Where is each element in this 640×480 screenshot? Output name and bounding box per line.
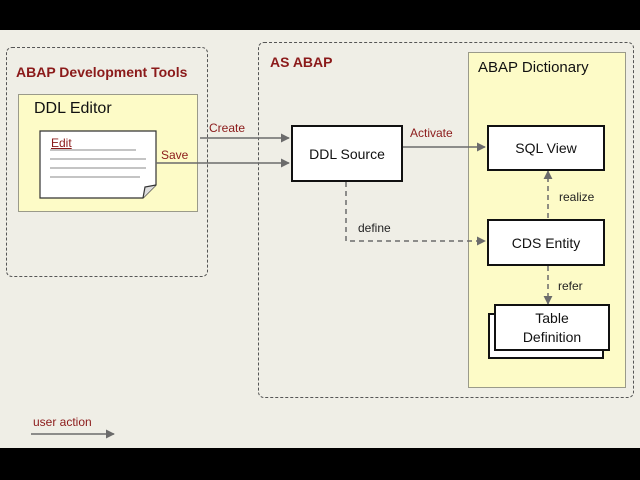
save-label: Save [161,148,189,162]
diagram-canvas: ABAP Development Tools DDL Editor AS ABA… [0,30,640,448]
ddl-editor-title: DDL Editor [34,100,112,117]
define-arrow [345,182,486,246]
activate-label: Activate [410,126,453,140]
document-icon [39,130,157,199]
table-definition-line1: Table [535,309,569,326]
adt-title: ABAP Development Tools [16,64,188,80]
create-label: Create [209,121,246,135]
legend-user-action-label: user action [33,415,92,429]
define-label: define [358,221,391,235]
table-definition-node: Table Definition [494,304,610,351]
ddl-source-node: DDL Source [291,125,403,182]
table-definition-line2: Definition [522,328,582,345]
refer-label: refer [558,279,583,293]
adt-group [6,47,208,277]
as-abap-title: AS ABAP [270,54,333,70]
realize-label: realize [559,190,595,204]
connectors [31,130,553,439]
doc-edit-label: Edit [51,136,72,150]
sql-view-node: SQL View [487,125,605,171]
abap-dictionary-title: ABAP Dictionary [478,59,589,76]
as-abap-group [258,42,634,398]
cds-entity-node: CDS Entity [487,219,605,266]
